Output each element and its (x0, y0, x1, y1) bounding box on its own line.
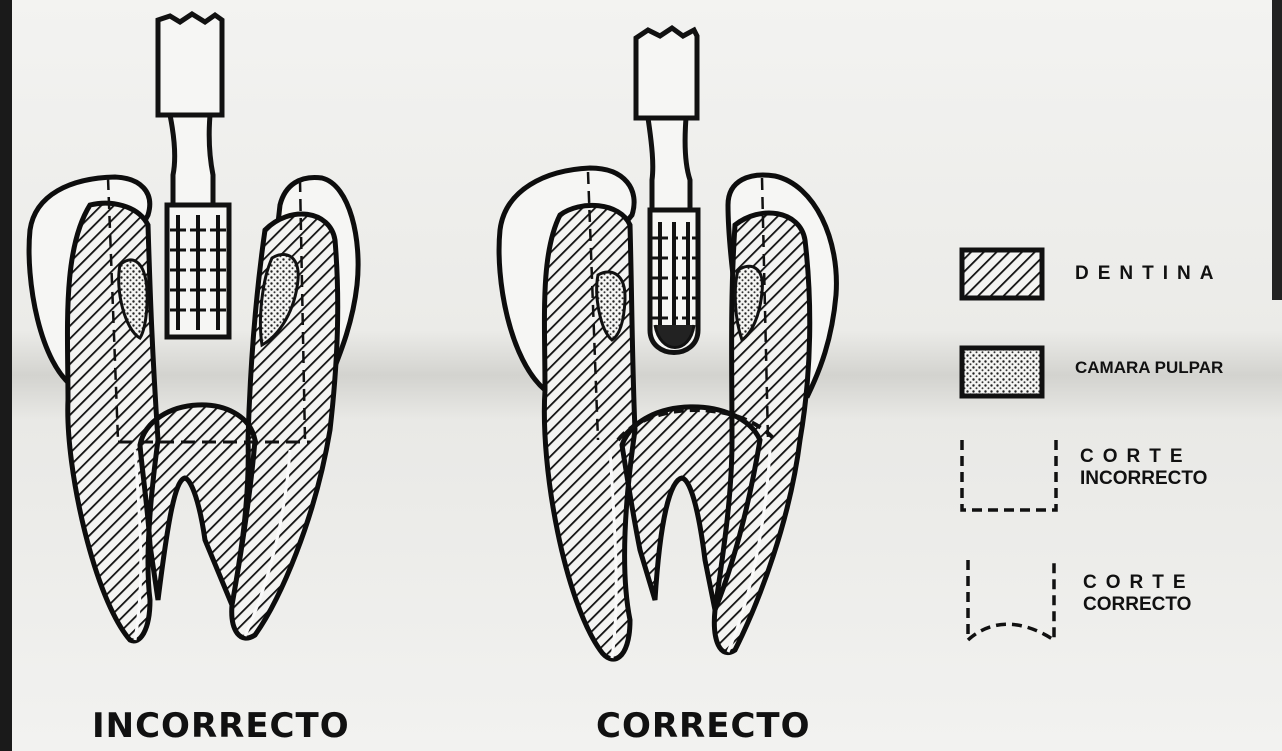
camara-pulpar-swatch (962, 348, 1042, 396)
left-edge (0, 0, 12, 751)
right-edge (1272, 0, 1282, 300)
caption-correcto: CORRECTO (596, 706, 811, 746)
dentina-swatch (962, 250, 1042, 298)
corte-correcto-line1: CORTE (1083, 572, 1195, 594)
corte-incorrecto-line1: CORTE (1080, 446, 1207, 468)
caption-incorrecto: INCORRECTO (92, 706, 350, 746)
corte-correcto-line2: CORRECTO (1083, 594, 1195, 616)
legend-label-camara-pulpar: CAMARA PULPAR (1075, 358, 1282, 378)
legend-label-corte-incorrecto: CORTE INCORRECTO (1080, 446, 1207, 490)
corte-incorrecto-line2: INCORRECTO (1080, 468, 1207, 490)
legend-label-dentina: DENTINA (1075, 263, 1222, 285)
legend-label-corte-correcto: CORTE CORRECTO (1083, 572, 1195, 616)
